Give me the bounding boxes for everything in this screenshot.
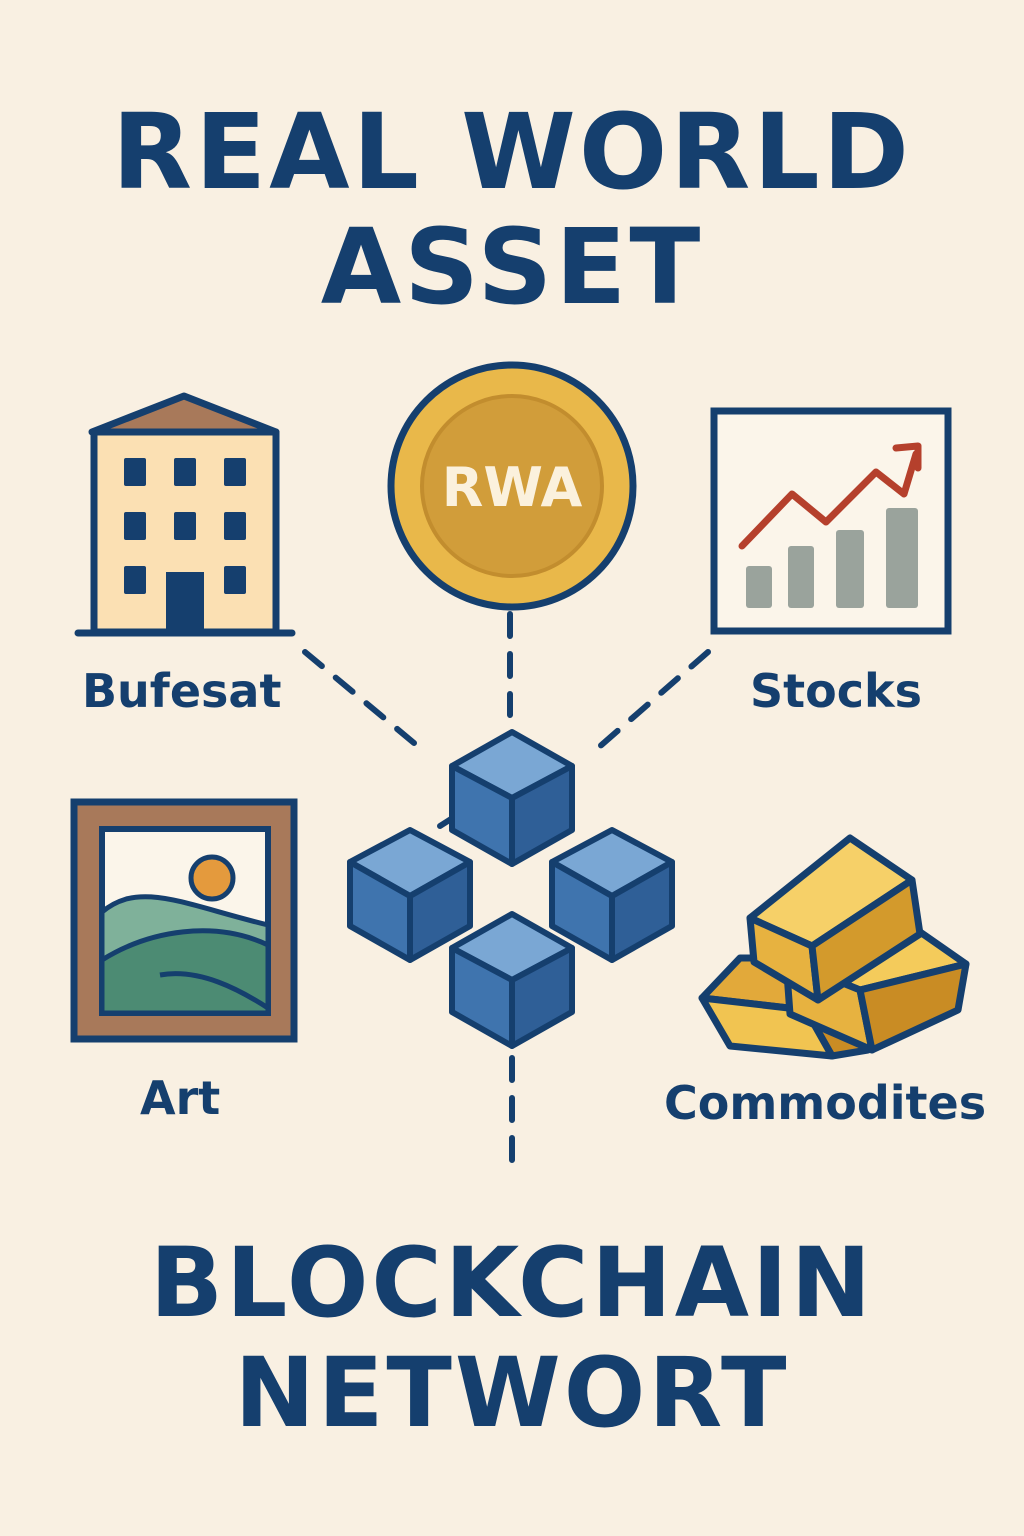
gold-bars-icon (698, 834, 970, 1060)
stock-chart-icon (710, 407, 952, 635)
footer-line-2: NETWORT (234, 1337, 790, 1449)
blockchain-cubes-icon (347, 729, 675, 1049)
dashed-connectors (302, 611, 711, 1168)
title-line-2: ASSET (320, 206, 704, 328)
art-label: Art (140, 1071, 221, 1125)
cube-bottom (449, 911, 575, 1049)
building-icon (74, 392, 296, 637)
framed-painting-icon (70, 798, 298, 1043)
stocks-label: Stocks (750, 664, 922, 718)
footer-line-1: BLOCKCHAIN (149, 1227, 875, 1339)
cube-top (449, 729, 575, 867)
cube-left (347, 827, 473, 963)
commodities-label: Commodites (664, 1076, 987, 1130)
title-line-1: REAL WORLD (112, 91, 912, 213)
cube-right (549, 827, 675, 963)
rwa-coin-icon: RWA (387, 361, 637, 611)
real-estate-label: Bufesat (82, 664, 282, 718)
coin-label: RWA (442, 456, 583, 519)
